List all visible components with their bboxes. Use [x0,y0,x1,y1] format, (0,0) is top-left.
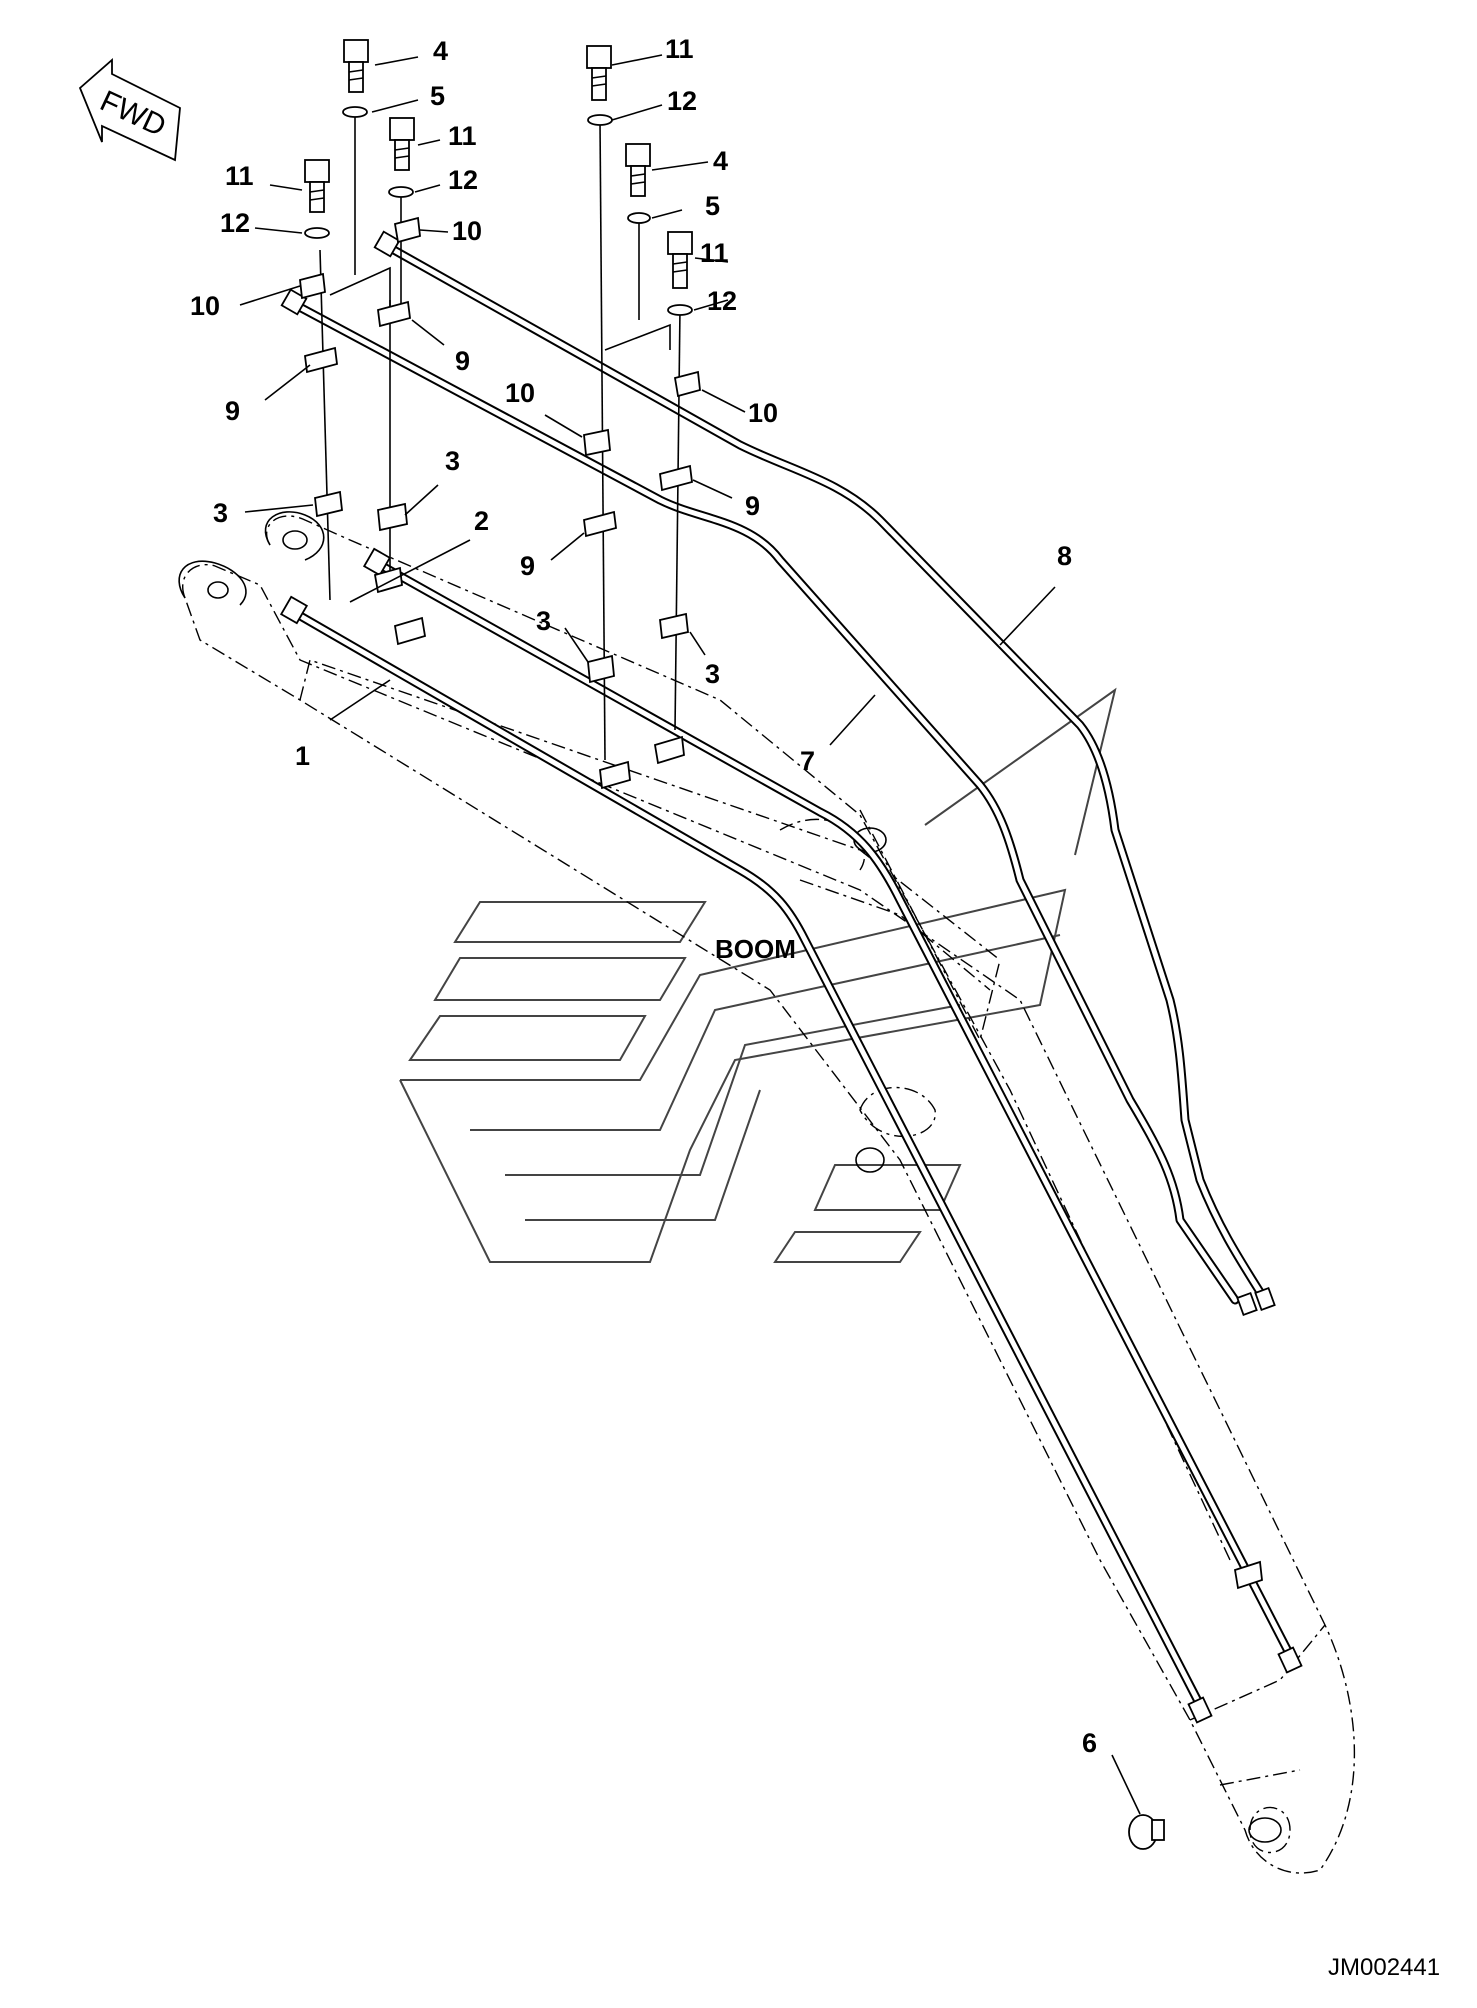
callout-9: 9 [455,346,470,376]
fwd-direction-marker: FWD [78,58,181,162]
clamp-9-b [304,346,338,374]
callout-10: 10 [452,216,482,246]
bolt-11-left [304,159,330,213]
clamp-10-d [673,370,701,398]
plug-6 [1128,1814,1165,1850]
clamp-9-a [377,300,411,328]
callout-9: 9 [745,491,760,521]
pipe-1 [279,595,1213,1724]
callout-12: 12 [448,165,478,195]
washer-5-left [342,106,368,118]
bolt-4-left [343,39,369,93]
callout-6: 6 [1082,1728,1097,1758]
washer-12-mid [388,186,414,198]
clamp-3-a [314,490,343,518]
bolt-4-right [625,143,651,197]
callout-10: 10 [748,398,778,428]
callout-3: 3 [213,498,228,528]
callout-5: 5 [705,191,720,221]
clamp-10-a [393,216,421,244]
clamp-10-c [583,428,611,457]
callout-11: 11 [225,161,254,191]
boom-outline [182,515,1356,1874]
bolt-11-mid [389,117,415,171]
callout-3: 3 [536,606,551,636]
clamp-3-d [659,612,689,640]
washer-12-left [304,227,330,239]
callout-5: 5 [430,81,445,111]
callout-11: 11 [448,121,477,151]
bolt-11-right [586,45,612,101]
callout-3: 3 [445,446,460,476]
drawing-number: JM002441 [1328,1954,1440,1981]
pipe-2 [362,547,1303,1674]
callout-4: 4 [433,36,448,66]
boom-label: BOOM [715,934,796,964]
washer-5-right [627,212,651,224]
callout-7: 7 [800,746,815,776]
callout-1: 1 [295,741,310,771]
callout-11: 11 [665,34,694,64]
washer-12-far-right [667,304,693,316]
callout-3: 3 [705,659,720,689]
leader-lines [239,54,1141,1815]
pipe-7 [280,288,1240,1305]
callout-9: 9 [520,551,535,581]
washer-12-right [587,114,613,126]
hardware [299,39,1263,1850]
callout-12: 12 [667,86,697,116]
callout-10: 10 [505,378,535,408]
callout-9: 9 [225,396,240,426]
clamp-10-b [299,272,326,300]
callout-11: 11 [700,238,729,268]
callout-2: 2 [474,506,489,536]
clamp-3-c [587,654,615,684]
clamp-9-c [583,510,617,538]
pipe-8 [373,230,1276,1317]
callouts: 4 5 11 12 11 12 10 10 9 9 3 3 2 1 11 12 … [190,34,1097,1758]
callout-4: 4 [713,146,728,176]
callout-12: 12 [220,208,250,238]
callout-10: 10 [190,291,220,321]
callout-8: 8 [1057,541,1072,571]
watermark-logo [399,687,1117,1263]
bolt-11-far-right [667,231,693,289]
clamp-3-b [377,502,408,532]
callout-12: 12 [707,286,737,316]
clamp-9-d [659,464,693,492]
